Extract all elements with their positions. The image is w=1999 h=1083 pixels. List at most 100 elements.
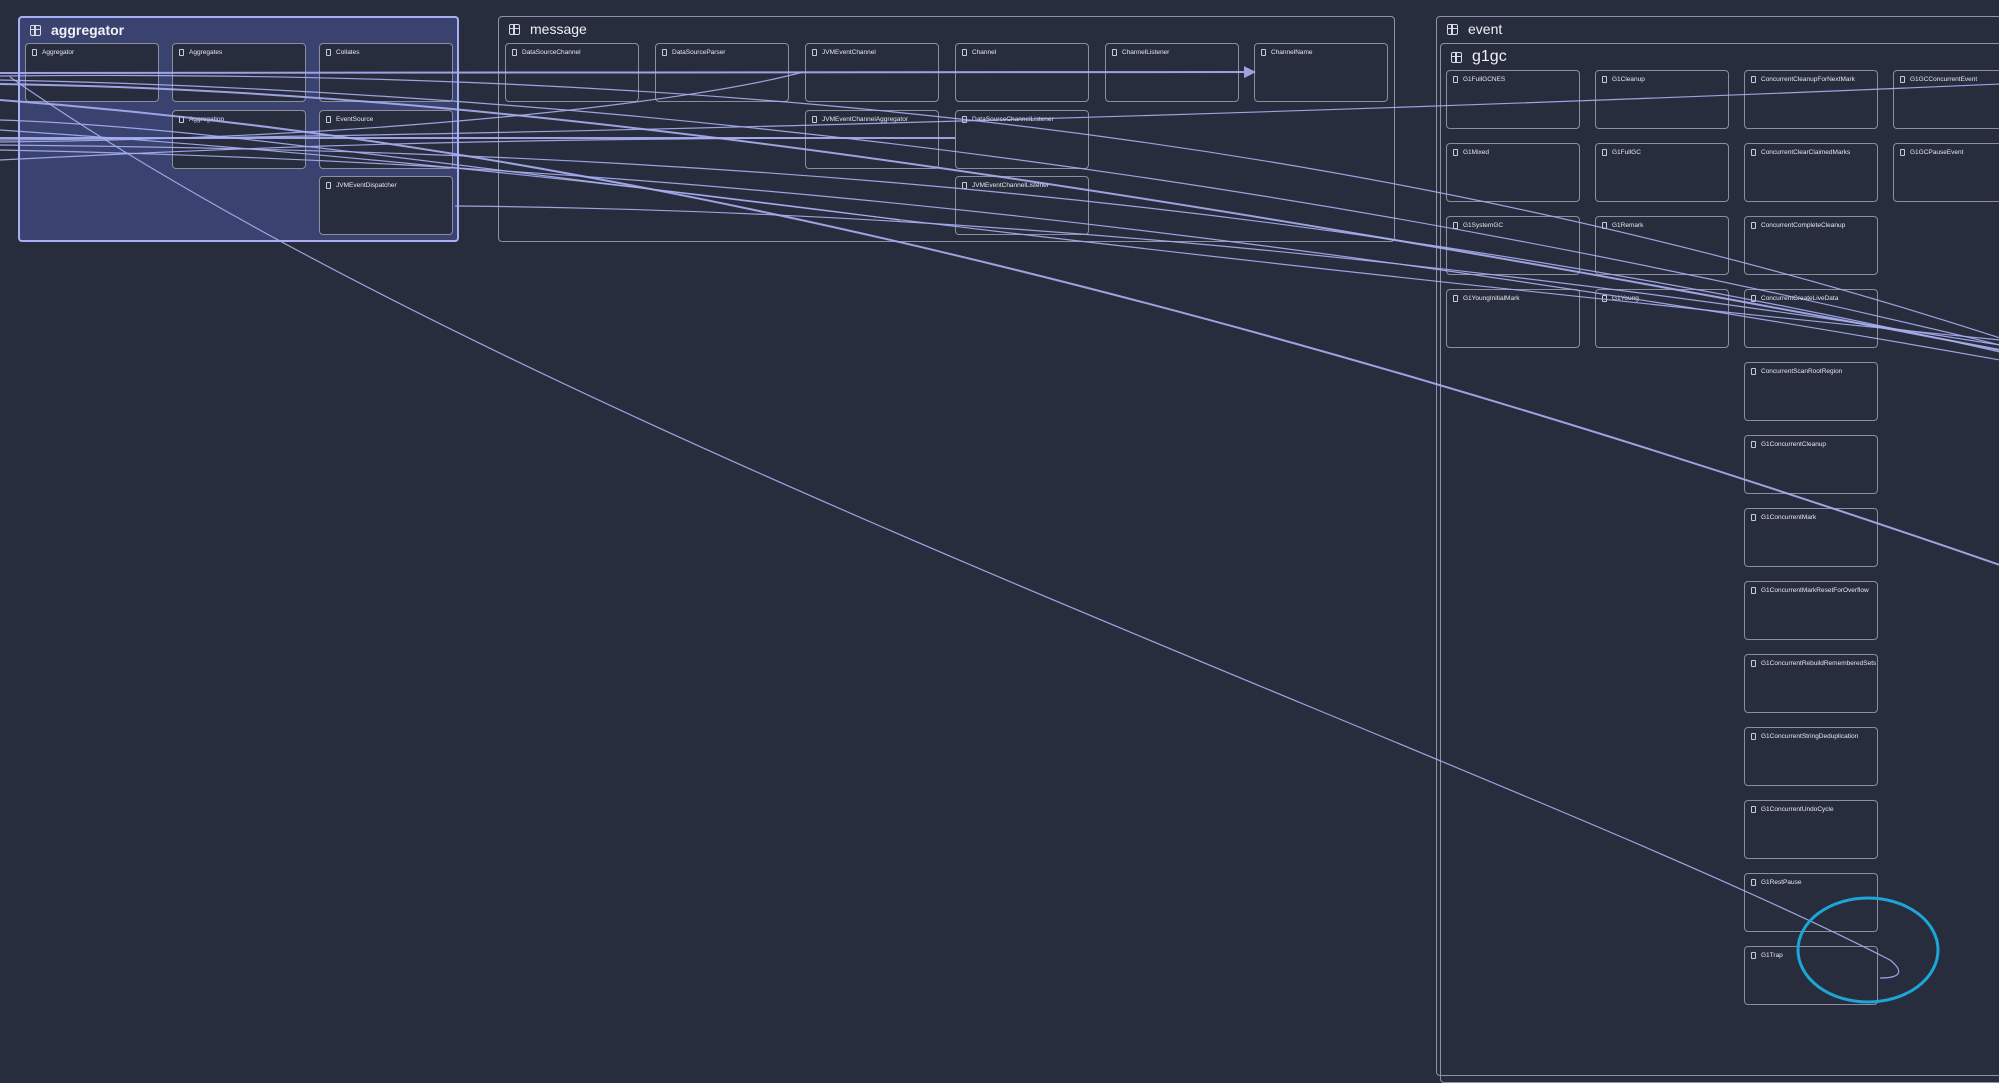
node-label: ConcurrentScanRootRegion	[1751, 368, 1842, 375]
class-node-g1mixed[interactable]: G1Mixed	[1446, 143, 1580, 202]
node-label: G1YoungInitialMark	[1453, 295, 1520, 302]
file-icon	[1453, 222, 1458, 229]
class-node-jvmeventchannel[interactable]: JVMEventChannel	[805, 43, 939, 102]
class-node-g1younginitialmark[interactable]: G1YoungInitialMark	[1446, 289, 1580, 348]
class-node-jvmeventchannellistener[interactable]: JVMEventChannelListener	[955, 176, 1089, 235]
class-node-channelname[interactable]: ChannelName	[1254, 43, 1388, 102]
file-icon	[1751, 441, 1756, 448]
class-node-g1concurrentrebuildrememberedsets[interactable]: G1ConcurrentRebuildRememberedSets	[1744, 654, 1878, 713]
node-label: G1ConcurrentRebuildRememberedSets	[1751, 660, 1876, 667]
class-node-g1concurrentundocycle[interactable]: G1ConcurrentUndoCycle	[1744, 800, 1878, 859]
node-label: G1FullGCNES	[1453, 76, 1505, 83]
node-label: ConcurrentCreateLiveData	[1751, 295, 1838, 302]
file-icon	[1751, 295, 1756, 302]
node-label: G1ConcurrentCleanup	[1751, 441, 1826, 448]
file-icon	[1900, 149, 1905, 156]
node-name: ConcurrentClearClaimedMarks	[1761, 149, 1851, 156]
class-node-g1concurrentcleanup[interactable]: G1ConcurrentCleanup	[1744, 435, 1878, 494]
class-node-g1fullgcnes[interactable]: G1FullGCNES	[1446, 70, 1580, 129]
node-label: G1ConcurrentStringDeduplication	[1751, 733, 1858, 740]
class-node-concurrentcreatelivedata[interactable]: ConcurrentCreateLiveData	[1744, 289, 1878, 348]
class-node-jvmeventdispatcher[interactable]: JVMEventDispatcher	[319, 176, 453, 235]
class-node-aggregation[interactable]: Aggregation	[172, 110, 306, 169]
node-label: Collates	[326, 49, 359, 56]
node-name: G1Cleanup	[1612, 76, 1645, 83]
file-icon	[1453, 295, 1458, 302]
class-node-g1young[interactable]: G1Young	[1595, 289, 1729, 348]
class-node-g1remark[interactable]: G1Remark	[1595, 216, 1729, 275]
node-name: ConcurrentCompleteCleanup	[1761, 222, 1846, 229]
node-name: Aggregation	[189, 116, 225, 123]
file-icon	[1453, 76, 1458, 83]
file-icon	[962, 116, 967, 123]
file-icon	[1261, 49, 1266, 56]
node-label: G1RestPause	[1751, 879, 1801, 886]
node-name: ConcurrentScanRootRegion	[1761, 368, 1843, 375]
class-node-aggregates[interactable]: Aggregates	[172, 43, 306, 102]
node-label: ConcurrentCleanupForNextMark	[1751, 76, 1855, 83]
file-icon	[1751, 514, 1756, 521]
node-label: ChannelName	[1261, 49, 1313, 56]
file-icon	[1751, 222, 1756, 229]
file-icon	[812, 116, 817, 123]
group-title: event	[1447, 21, 1502, 37]
class-node-g1concurrentmarkresetforoverflow[interactable]: G1ConcurrentMarkResetForOverflow	[1744, 581, 1878, 640]
node-name: G1ConcurrentUndoCycle	[1761, 806, 1834, 813]
class-node-g1trap[interactable]: G1Trap	[1744, 946, 1878, 1005]
class-node-datasourcechannel[interactable]: DataSourceChannel	[505, 43, 639, 102]
class-node-concurrentscanrootregion[interactable]: ConcurrentScanRootRegion	[1744, 362, 1878, 421]
node-name: JVMEventChannelListener	[972, 182, 1049, 189]
file-icon	[1453, 149, 1458, 156]
node-name: Collates	[336, 49, 360, 56]
node-name: ChannelListener	[1122, 49, 1170, 56]
file-icon	[1602, 222, 1607, 229]
class-node-g1systemgc[interactable]: G1SystemGC	[1446, 216, 1580, 275]
class-node-eventsource[interactable]: EventSource	[319, 110, 453, 169]
node-label: G1Trap	[1751, 952, 1783, 959]
node-name: DataSourceChannelListener	[972, 116, 1054, 123]
class-node-g1restpause[interactable]: G1RestPause	[1744, 873, 1878, 932]
class-node-concurrentcompletecleanup[interactable]: ConcurrentCompleteCleanup	[1744, 216, 1878, 275]
node-name: DataSourceChannel	[522, 49, 581, 56]
node-label: JVMEventChannelAggregator	[812, 116, 908, 123]
node-name: G1SystemGC	[1463, 222, 1504, 229]
package-icon	[509, 23, 520, 35]
class-node-g1gcconcurrentevent[interactable]: G1GCConcurrentEvent	[1893, 70, 1999, 129]
group-title: g1gc	[1451, 48, 1507, 66]
file-icon	[1602, 295, 1607, 302]
class-node-channellistener[interactable]: ChannelListener	[1105, 43, 1239, 102]
node-label: G1SystemGC	[1453, 222, 1503, 229]
class-node-concurrentcleanupfornextmark[interactable]: ConcurrentCleanupForNextMark	[1744, 70, 1878, 129]
class-node-collates[interactable]: Collates	[319, 43, 453, 102]
node-name: G1ConcurrentMarkResetForOverflow	[1761, 587, 1869, 594]
class-node-jvmeventchannelaggregator[interactable]: JVMEventChannelAggregator	[805, 110, 939, 169]
class-node-concurrentclearclaimedmarks[interactable]: ConcurrentClearClaimedMarks	[1744, 143, 1878, 202]
class-node-g1fullgc[interactable]: G1FullGC	[1595, 143, 1729, 202]
file-icon	[326, 182, 331, 189]
class-node-g1gcpauseevent[interactable]: G1GCPauseEvent	[1893, 143, 1999, 202]
class-node-g1concurrentstringdeduplication[interactable]: G1ConcurrentStringDeduplication	[1744, 727, 1878, 786]
class-node-g1concurrentmark[interactable]: G1ConcurrentMark	[1744, 508, 1878, 567]
class-node-datasourceparser[interactable]: DataSourceParser	[655, 43, 789, 102]
file-icon	[962, 49, 967, 56]
node-name: ConcurrentCleanupForNextMark	[1761, 76, 1855, 83]
node-label: JVMEventChannelListener	[962, 182, 1049, 189]
node-name: G1Mixed	[1463, 149, 1490, 156]
class-node-g1cleanup[interactable]: G1Cleanup	[1595, 70, 1729, 129]
file-icon	[1751, 660, 1756, 667]
node-name: G1FullGC	[1612, 149, 1641, 156]
node-label: JVMEventDispatcher	[326, 182, 397, 189]
node-label: G1ConcurrentMarkResetForOverflow	[1751, 587, 1869, 594]
package-icon	[1451, 51, 1462, 63]
file-icon	[662, 49, 667, 56]
class-node-aggregator[interactable]: Aggregator	[25, 43, 159, 102]
node-name: G1FullGCNES	[1463, 76, 1506, 83]
node-name: G1ConcurrentRebuildRememberedSets	[1761, 660, 1877, 667]
class-node-datasourcechannellistener[interactable]: DataSourceChannelListener	[955, 110, 1089, 169]
file-icon	[326, 116, 331, 123]
node-label: Aggregation	[179, 116, 224, 123]
node-name: G1YoungInitialMark	[1463, 295, 1520, 302]
class-node-channel[interactable]: Channel	[955, 43, 1089, 102]
file-icon	[812, 49, 817, 56]
node-label: G1ConcurrentUndoCycle	[1751, 806, 1834, 813]
